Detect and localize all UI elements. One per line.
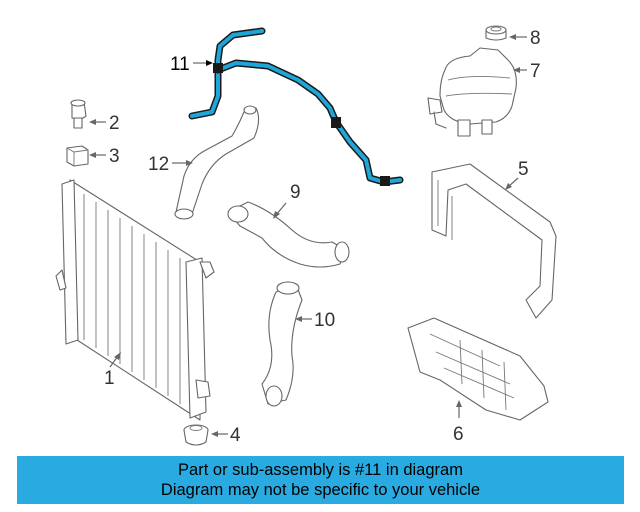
part-8-cap[interactable] [485,25,507,41]
callout-1[interactable]: 1 [104,352,121,389]
callout-2[interactable]: 2 [89,113,120,134]
svg-text:8: 8 [530,28,541,49]
part-7-expansion-tank[interactable] [427,47,517,137]
callout-12[interactable]: 12 [148,154,193,175]
callout-5[interactable]: 5 [505,159,529,190]
part-3-bracket[interactable] [66,145,89,167]
svg-text:12: 12 [148,154,169,175]
part-1-radiator[interactable] [55,179,215,421]
svg-text:5: 5 [518,159,529,180]
part-5-shroud[interactable] [431,163,557,319]
callout-7[interactable]: 7 [513,61,541,82]
svg-text:10: 10 [314,310,335,331]
part-4-plug[interactable] [183,424,209,446]
svg-text:2: 2 [109,113,120,134]
banner-line-2: Diagram may not be specific to your vehi… [160,481,481,499]
svg-text:1: 1 [104,368,115,389]
callout-8[interactable]: 8 [509,28,541,49]
banner-line-1: Part or sub-assembly is #11 in diagram [178,461,463,479]
callout-3[interactable]: 3 [89,146,120,167]
svg-text:9: 9 [290,182,301,203]
part-10-hose[interactable] [261,281,303,407]
part-6-carrier[interactable] [407,317,549,421]
part-9-hose[interactable] [227,201,350,268]
part-2-clip[interactable] [70,99,87,129]
callout-6[interactable]: 6 [453,400,464,445]
part-11-hose[interactable] [188,27,404,186]
info-banner: Part or sub-assembly is #11 in diagram D… [17,456,624,504]
svg-text:3: 3 [109,146,120,167]
svg-text:4: 4 [230,425,241,446]
callout-9[interactable]: 9 [273,182,301,219]
part-12-hose[interactable] [174,105,260,220]
svg-text:11: 11 [170,54,190,75]
svg-text:6: 6 [453,424,464,445]
parts-diagram: 11 8 7 2 [55,25,557,446]
callout-10[interactable]: 10 [295,310,335,331]
svg-text:7: 7 [530,61,541,82]
callout-11[interactable]: 11 [170,54,213,75]
callout-4[interactable]: 4 [211,425,241,446]
